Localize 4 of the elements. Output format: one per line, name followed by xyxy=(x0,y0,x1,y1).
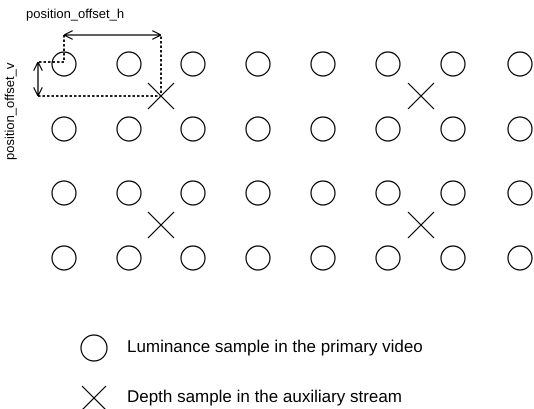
dimension-label: position_offset_h xyxy=(26,6,124,21)
dimension-label: position_offset_v xyxy=(2,62,17,160)
legend-label: Depth sample in the auxiliary stream xyxy=(127,387,402,407)
legend-label: Luminance sample in the primary video xyxy=(127,337,423,357)
